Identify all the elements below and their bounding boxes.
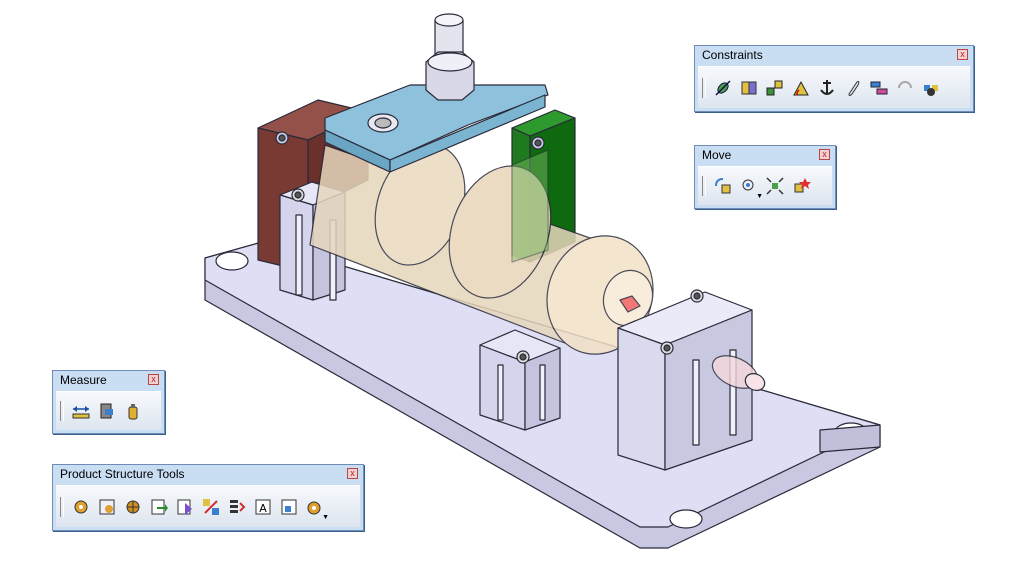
move-toolbar[interactable]: Move x ▼	[694, 145, 836, 209]
close-icon[interactable]: x	[819, 149, 830, 160]
constraints-toolbar-icons	[698, 66, 970, 108]
angle-constraint-icon[interactable]	[790, 77, 812, 99]
toolbar-grip[interactable]	[60, 401, 64, 421]
middle-support	[479, 329, 561, 431]
update-all-icon[interactable]	[920, 77, 942, 99]
toolbar-title[interactable]: Measure x	[53, 371, 164, 389]
new-part-icon[interactable]	[122, 496, 144, 518]
explode-icon[interactable]	[764, 175, 786, 197]
product-structure-tools-toolbar[interactable]: Product Structure Tools x A ▼	[52, 464, 364, 531]
snap-icon[interactable]: ▼	[738, 175, 763, 200]
toolbar-grip[interactable]	[702, 176, 706, 196]
new-product-icon[interactable]	[96, 496, 118, 518]
move-toolbar-icons: ▼	[698, 166, 832, 205]
fix-component-icon[interactable]	[816, 77, 838, 99]
close-icon[interactable]: x	[347, 468, 358, 479]
fix-together-icon[interactable]	[842, 77, 864, 99]
offset-constraint-icon[interactable]	[764, 77, 786, 99]
product-structure-tools-toolbar-icons: A ▼	[56, 485, 360, 527]
new-component-icon[interactable]	[70, 496, 92, 518]
toolbar-grip[interactable]	[702, 77, 706, 98]
product-structure-tools-toolbar-title: Product Structure Tools	[60, 467, 185, 481]
dropdown-arrow-icon[interactable]: ▼	[756, 193, 763, 200]
constraints-toolbar[interactable]: Constraints x	[694, 45, 974, 112]
measure-toolbar[interactable]: Measure x	[52, 370, 165, 434]
close-icon[interactable]: x	[957, 49, 968, 60]
clamp-bolt	[367, 13, 475, 133]
existing-component-icon[interactable]	[148, 496, 170, 518]
stop-on-clash-icon[interactable]	[790, 175, 812, 197]
measure-between-icon[interactable]	[70, 400, 92, 422]
generate-numbering-icon[interactable]: A	[252, 496, 274, 518]
replace-component-icon[interactable]	[200, 496, 222, 518]
toolbar-title[interactable]: Constraints x	[695, 46, 973, 64]
manage-representations-icon[interactable]: ▼	[304, 496, 329, 521]
quick-constraint-icon[interactable]	[868, 77, 890, 99]
contact-constraint-icon[interactable]	[738, 77, 760, 99]
cylinder-housing	[309, 144, 654, 355]
move-toolbar-title: Move	[702, 148, 732, 162]
dropdown-arrow-icon[interactable]: ▼	[322, 513, 329, 521]
svg-text:A: A	[259, 502, 267, 515]
clamp-bar	[324, 84, 549, 173]
measure-item-icon[interactable]	[96, 400, 118, 422]
graph-tree-reordering-icon[interactable]	[226, 496, 248, 518]
coincidence-constraint-icon[interactable]	[712, 77, 734, 99]
close-icon[interactable]: x	[148, 374, 159, 385]
manipulation-icon[interactable]	[712, 175, 734, 197]
toolbar-title[interactable]: Product Structure Tools x	[53, 465, 363, 483]
toolbar-grip[interactable]	[60, 496, 64, 517]
toolbar-title[interactable]: Move x	[695, 146, 835, 164]
right-support	[617, 289, 766, 471]
constraints-toolbar-title: Constraints	[702, 48, 763, 62]
measure-toolbar-icons	[56, 391, 161, 430]
transparent-green-overlay	[511, 149, 549, 263]
existing-with-positioning-icon[interactable]	[174, 496, 196, 518]
assembly-model	[204, 13, 881, 549]
selective-load-icon[interactable]	[278, 496, 300, 518]
measure-inertia-icon[interactable]	[122, 400, 144, 422]
flexible-rigid-icon[interactable]	[894, 77, 916, 99]
measure-toolbar-title: Measure	[60, 373, 107, 387]
